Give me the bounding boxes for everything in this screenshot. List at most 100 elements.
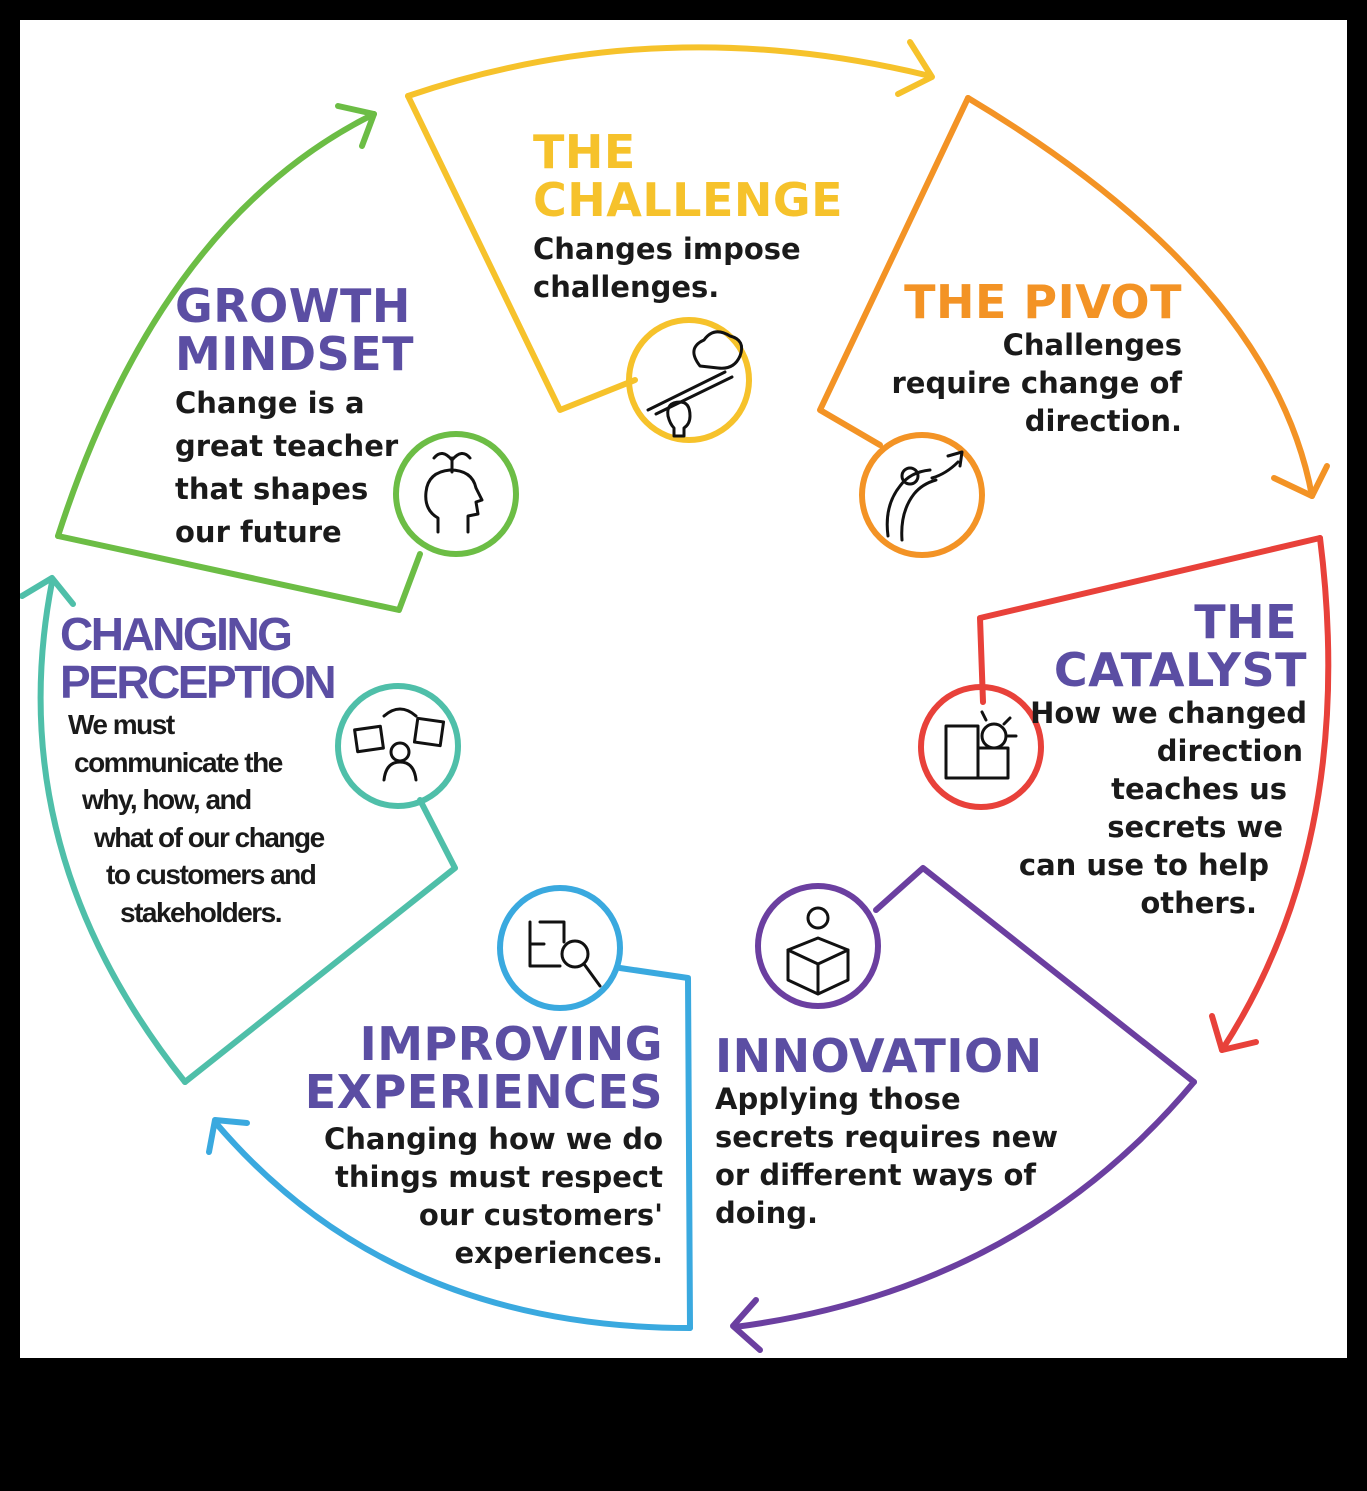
catalyst-title-line: CATALYST xyxy=(1053,643,1307,697)
pivot-icon-ring xyxy=(859,432,985,558)
challenge-title: THE CHALLENGE xyxy=(533,128,843,224)
experiences-arrowhead xyxy=(206,1117,250,1155)
pivot-text-block: THE PIVOT Challenges require change of d… xyxy=(892,278,1183,440)
experiences-segment xyxy=(206,885,693,1331)
growth-desc-line: our future xyxy=(175,515,342,549)
pivot-outline xyxy=(817,95,971,448)
innovation-icon-ring xyxy=(755,883,881,1009)
person-screens-icon xyxy=(353,707,446,782)
growth-desc-line: Change is a xyxy=(175,386,365,420)
box-lightbulb-icon xyxy=(786,906,850,996)
growth-desc-line: great teacher xyxy=(175,429,399,463)
perception-title-line: PERCEPTION xyxy=(60,656,337,708)
catalyst-icon-ring xyxy=(918,684,1044,810)
innovation-outline xyxy=(873,865,1197,1085)
experiences-description: Changing how we do things must respect o… xyxy=(305,1120,663,1272)
cycle-graphic xyxy=(20,39,1332,1353)
innovation-title-line: INNOVATION xyxy=(715,1029,1043,1083)
innovation-text-block: INNOVATION Applying those secrets requir… xyxy=(715,1032,1058,1232)
innovation-arrowhead xyxy=(730,1297,763,1353)
growth-description: Change is a great teacher that shapes ou… xyxy=(175,382,414,554)
experiences-title-line: IMPROVING xyxy=(359,1017,663,1071)
challenge-title-line: THE xyxy=(533,125,636,179)
challenge-segment xyxy=(405,39,935,443)
head-plant-icon xyxy=(424,452,484,534)
growth-title-line: MINDSET xyxy=(175,327,415,381)
innovation-desc-line: or different ways of xyxy=(715,1158,1037,1192)
catalyst-arc-arrow xyxy=(1219,535,1332,1053)
experiences-desc-line: experiences. xyxy=(454,1236,664,1270)
perception-segment xyxy=(20,575,461,1085)
catalyst-desc-line: How we changed xyxy=(1030,696,1307,730)
pivot-desc-line: direction. xyxy=(1024,404,1182,438)
growth-title-line: GROWTH xyxy=(175,279,411,333)
experiences-title-line: EXPERIENCES xyxy=(304,1065,663,1119)
catalyst-title-line: THE xyxy=(1194,595,1297,649)
experiences-arc-arrow xyxy=(212,1119,693,1331)
pivot-arrowhead xyxy=(1271,463,1330,499)
growth-segment xyxy=(55,103,519,613)
perception-text-block: CHANGING PERCEPTION We must communicate … xyxy=(60,608,337,931)
innovation-segment xyxy=(730,865,1197,1353)
growth-text-block: GROWTH MINDSET Change is a great teacher… xyxy=(175,282,414,554)
innovation-description: Applying those secrets requires new or d… xyxy=(715,1080,1058,1232)
perception-description: We must communicate the why, how, and wh… xyxy=(60,706,334,931)
catalyst-desc-line: others. xyxy=(1140,886,1257,920)
growth-arc-arrow xyxy=(55,111,377,539)
innovation-desc-line: Applying those xyxy=(715,1082,961,1116)
challenge-description: Changes impose challenges. xyxy=(533,230,843,306)
growth-outline xyxy=(55,533,423,613)
cycle-diagram: THE CHALLENGE Changes impose challenges.… xyxy=(20,20,1347,1358)
perception-icon-ring xyxy=(335,683,461,809)
catalyst-desc-line: teaches us xyxy=(1111,772,1287,806)
perception-outline xyxy=(182,797,458,1085)
innovation-arc-arrow xyxy=(732,1079,1197,1330)
catalyst-desc-line: secrets we xyxy=(1107,810,1283,844)
pivot-desc-line: require change of xyxy=(891,366,1183,400)
growth-title: GROWTH MINDSET xyxy=(175,282,414,378)
experiences-desc-line: things must respect xyxy=(334,1160,663,1194)
pivot-title: THE PIVOT xyxy=(892,278,1183,326)
catalyst-arrowhead xyxy=(1209,1013,1259,1053)
growth-icon-ring xyxy=(393,431,519,557)
challenge-icon-ring xyxy=(626,317,752,443)
perception-desc-line: to customers and xyxy=(106,859,317,890)
challenge-text-block: THE CHALLENGE Changes impose challenges. xyxy=(533,128,843,306)
pivot-arc-arrow xyxy=(965,95,1315,499)
maze-magnifier-icon xyxy=(528,920,602,988)
experiences-title: IMPROVING EXPERIENCES xyxy=(305,1020,663,1116)
pivot-title-line: THE PIVOT xyxy=(904,275,1182,329)
challenge-arc-arrow xyxy=(405,44,933,99)
catalyst-text-block: THE CATALYST How we changed direction te… xyxy=(1019,598,1307,922)
perception-desc-line: why, how, and xyxy=(82,784,252,815)
catalyst-segment xyxy=(918,535,1332,1053)
road-arrow-icon xyxy=(885,450,964,542)
catalyst-desc-line: direction xyxy=(1156,734,1303,768)
seesaw-lightbulb-icon xyxy=(646,330,744,438)
perception-title-line: CHANGING xyxy=(60,608,293,660)
perception-desc-line: We must xyxy=(68,709,175,740)
experiences-desc-line: Changing how we do xyxy=(323,1122,663,1156)
catalyst-description: How we changed direction teaches us secr… xyxy=(1019,694,1307,922)
experiences-desc-line: our customers' xyxy=(418,1198,663,1232)
perception-desc-line: stakeholders. xyxy=(120,896,283,928)
innovation-desc-line: secrets requires new xyxy=(715,1120,1059,1154)
perception-arrowhead xyxy=(20,575,76,607)
perception-title: CHANGING PERCEPTION xyxy=(60,608,337,708)
catalyst-title: THE CATALYST xyxy=(1019,598,1307,694)
challenge-title-line: CHALLENGE xyxy=(533,173,844,227)
challenge-desc-line: challenges. xyxy=(533,270,720,304)
pivot-segment xyxy=(817,95,1330,558)
perception-desc-line: communicate the xyxy=(74,746,283,778)
perception-desc-line: what of our change xyxy=(94,821,325,853)
challenge-arrowhead xyxy=(895,39,935,97)
pivot-description: Challenges require change of direction. xyxy=(892,326,1183,440)
experiences-icon-ring xyxy=(497,885,623,1011)
puzzle-lightbulb-icon xyxy=(944,710,1018,780)
innovation-desc-line: doing. xyxy=(715,1196,819,1230)
perception-arc-arrow xyxy=(37,579,188,1085)
challenge-outline xyxy=(405,93,638,413)
catalyst-outline xyxy=(977,535,1323,705)
challenge-desc-line: Changes impose xyxy=(533,232,801,266)
experiences-text-block: IMPROVING EXPERIENCES Changing how we do… xyxy=(305,1020,663,1272)
